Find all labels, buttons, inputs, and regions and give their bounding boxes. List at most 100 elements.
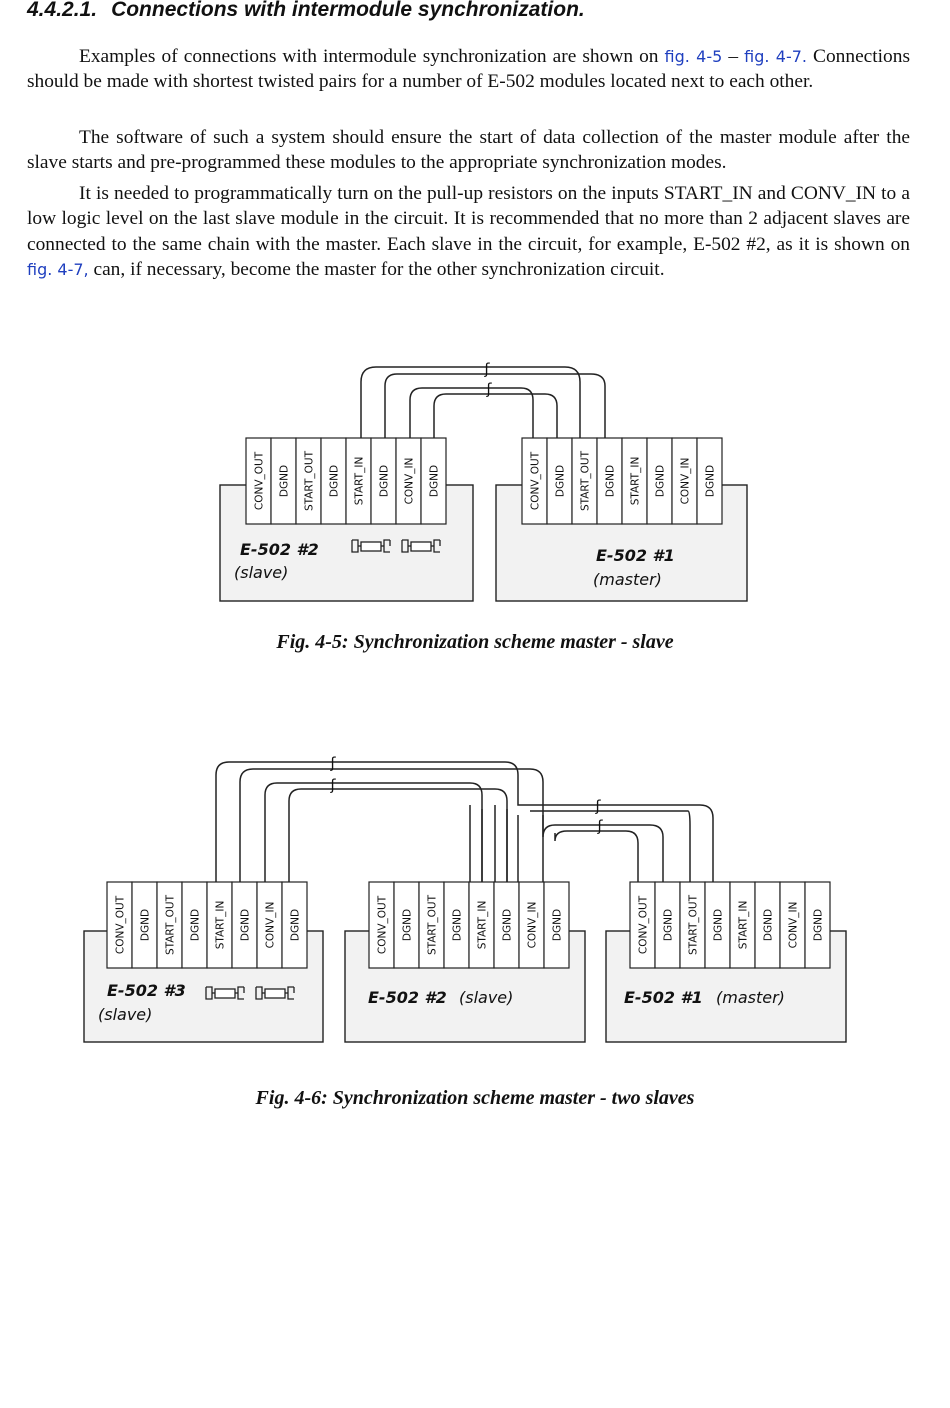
pin-cell bbox=[320, 437, 347, 525]
pin-label: DGND bbox=[402, 909, 414, 941]
twisted-pair-wire bbox=[530, 810, 691, 882]
pin-label: DGND bbox=[429, 465, 441, 497]
twist-mark: ʃ bbox=[483, 360, 490, 378]
module-name: E-502 #2 bbox=[368, 988, 447, 1007]
figure-4-6-diagram: CONV_OUT DGND START_OUT DGND START_IN DGND CON… bbox=[83, 754, 847, 1043]
pin-label: DGND bbox=[329, 465, 341, 497]
paragraph-text: can, if necessary, become the master for… bbox=[88, 258, 665, 280]
pin-label: DGND bbox=[240, 909, 252, 941]
figure-4-5-diagram: CONV_OUT DGND START_OUT DGND START_IN DGND CON… bbox=[219, 360, 748, 602]
pin-cell bbox=[621, 437, 648, 525]
resistor bbox=[264, 988, 286, 999]
module-role: (slave) bbox=[234, 563, 288, 582]
pin-cell bbox=[256, 881, 283, 969]
pin-label: START_OUT bbox=[580, 450, 592, 511]
twisted-pair-wire bbox=[469, 805, 508, 882]
module-role: (slave) bbox=[98, 1005, 152, 1024]
pin-cell bbox=[671, 437, 698, 525]
pin-label: DGND bbox=[655, 465, 667, 497]
pin-cell bbox=[654, 881, 681, 969]
pin-label: DGND bbox=[290, 909, 302, 941]
pin-cell bbox=[696, 437, 723, 525]
twisted-pair-wire bbox=[288, 788, 508, 882]
pin-cell bbox=[804, 881, 831, 969]
pin-cell bbox=[571, 437, 598, 525]
pin-label: DGND bbox=[552, 909, 564, 941]
pin-label: START_OUT bbox=[165, 894, 177, 955]
resistor-lead bbox=[205, 986, 245, 1000]
figure-4-5-caption: Fig. 4-5: Synchronization scheme master … bbox=[276, 631, 674, 653]
twist-mark: ʃ bbox=[485, 380, 492, 398]
pin-cell bbox=[521, 437, 548, 525]
twist-mark: ʃ bbox=[594, 797, 601, 815]
figure-link[interactable]: fig. 4-7. bbox=[744, 47, 807, 66]
pin-label: START_IN bbox=[477, 901, 489, 950]
pin-label: DGND bbox=[713, 909, 725, 941]
pin-label: DGND bbox=[555, 465, 567, 497]
pin-cell bbox=[395, 437, 422, 525]
twisted-pair-wire bbox=[542, 815, 664, 882]
pin-label: START_OUT bbox=[304, 450, 316, 511]
pin-label: CONV_OUT bbox=[254, 451, 266, 510]
pin-cell bbox=[270, 437, 297, 525]
pin-label: CONV_IN bbox=[527, 902, 539, 949]
figure-link[interactable]: fig. 4-7, bbox=[27, 259, 89, 279]
pin-label: CONV_OUT bbox=[530, 451, 542, 510]
pin-label: DGND bbox=[452, 909, 464, 941]
pin-cell bbox=[295, 437, 322, 525]
twisted-pair-wire bbox=[384, 373, 606, 438]
twisted-pair-wire bbox=[554, 830, 639, 882]
pin-cell bbox=[206, 881, 233, 969]
pin-label: DGND bbox=[813, 909, 825, 941]
paragraph-text: The software of such a system should ens… bbox=[27, 127, 910, 174]
pin-label: DGND bbox=[663, 909, 675, 941]
module-name: E-502 #1 bbox=[624, 988, 703, 1007]
twist-mark: ʃ bbox=[596, 817, 603, 835]
pin-label: DGND bbox=[763, 909, 775, 941]
pin-label: CONV_IN bbox=[404, 458, 416, 505]
pin-label: DGND bbox=[379, 465, 391, 497]
pin-cell bbox=[629, 881, 656, 969]
pin-label: DGND bbox=[190, 909, 202, 941]
section-number: 4.4.2.1. bbox=[27, 0, 98, 21]
pin-cell bbox=[543, 881, 570, 969]
paragraph-text: Connections should be made with shortest… bbox=[27, 46, 910, 93]
twist-mark: ʃ bbox=[329, 754, 336, 772]
pin-label: CONV_OUT bbox=[115, 895, 127, 954]
module-role: (slave) bbox=[459, 988, 513, 1007]
pin-cell bbox=[546, 437, 573, 525]
pin-label: START_IN bbox=[354, 457, 366, 506]
pin-cell bbox=[420, 437, 447, 525]
resistor bbox=[410, 541, 432, 552]
resistor-lead bbox=[351, 539, 391, 553]
twist-mark: ʃ bbox=[329, 776, 336, 794]
module-name: E-502 #2 bbox=[240, 540, 319, 559]
pin-label: START_IN bbox=[738, 901, 750, 950]
pin-cell bbox=[368, 881, 395, 969]
pin-cell bbox=[646, 437, 673, 525]
twisted-pair-wire bbox=[433, 393, 558, 438]
twisted-pair-wire bbox=[239, 768, 544, 882]
pin-cell bbox=[345, 437, 372, 525]
section-heading: 4.4.2.1.Connections with intermodule syn… bbox=[27, 0, 585, 22]
figure-link[interactable]: fig. 4-5 bbox=[664, 47, 723, 66]
pin-label: DGND bbox=[605, 465, 617, 497]
figure-4-6: CONV_OUT DGND START_OUT DGND START_IN DGND CON… bbox=[0, 745, 950, 1055]
pin-label: START_IN bbox=[215, 901, 227, 950]
pin-label: CONV_IN bbox=[788, 902, 800, 949]
paragraph-2: The software of such a system should ens… bbox=[27, 125, 910, 176]
pin-label: DGND bbox=[279, 465, 291, 497]
pin-label: DGND bbox=[140, 909, 152, 941]
pin-cell bbox=[131, 881, 158, 969]
paragraph-1: Examples of connections with intermodule… bbox=[27, 44, 910, 95]
pin-cell bbox=[281, 881, 308, 969]
pin-label: START_OUT bbox=[688, 894, 700, 955]
resistor bbox=[214, 988, 236, 999]
figure-4-5: CONV_OUT DGND START_OUT DGND START_IN DGND CON… bbox=[0, 350, 950, 620]
paragraph-text: It is needed to programmatically turn on… bbox=[27, 183, 910, 255]
twisted-pair-wire bbox=[264, 782, 483, 882]
pin-label: START_IN bbox=[630, 457, 642, 506]
pin-label: CONV_IN bbox=[680, 458, 692, 505]
pin-cell bbox=[393, 881, 420, 969]
pin-label: CONV_IN bbox=[265, 902, 277, 949]
